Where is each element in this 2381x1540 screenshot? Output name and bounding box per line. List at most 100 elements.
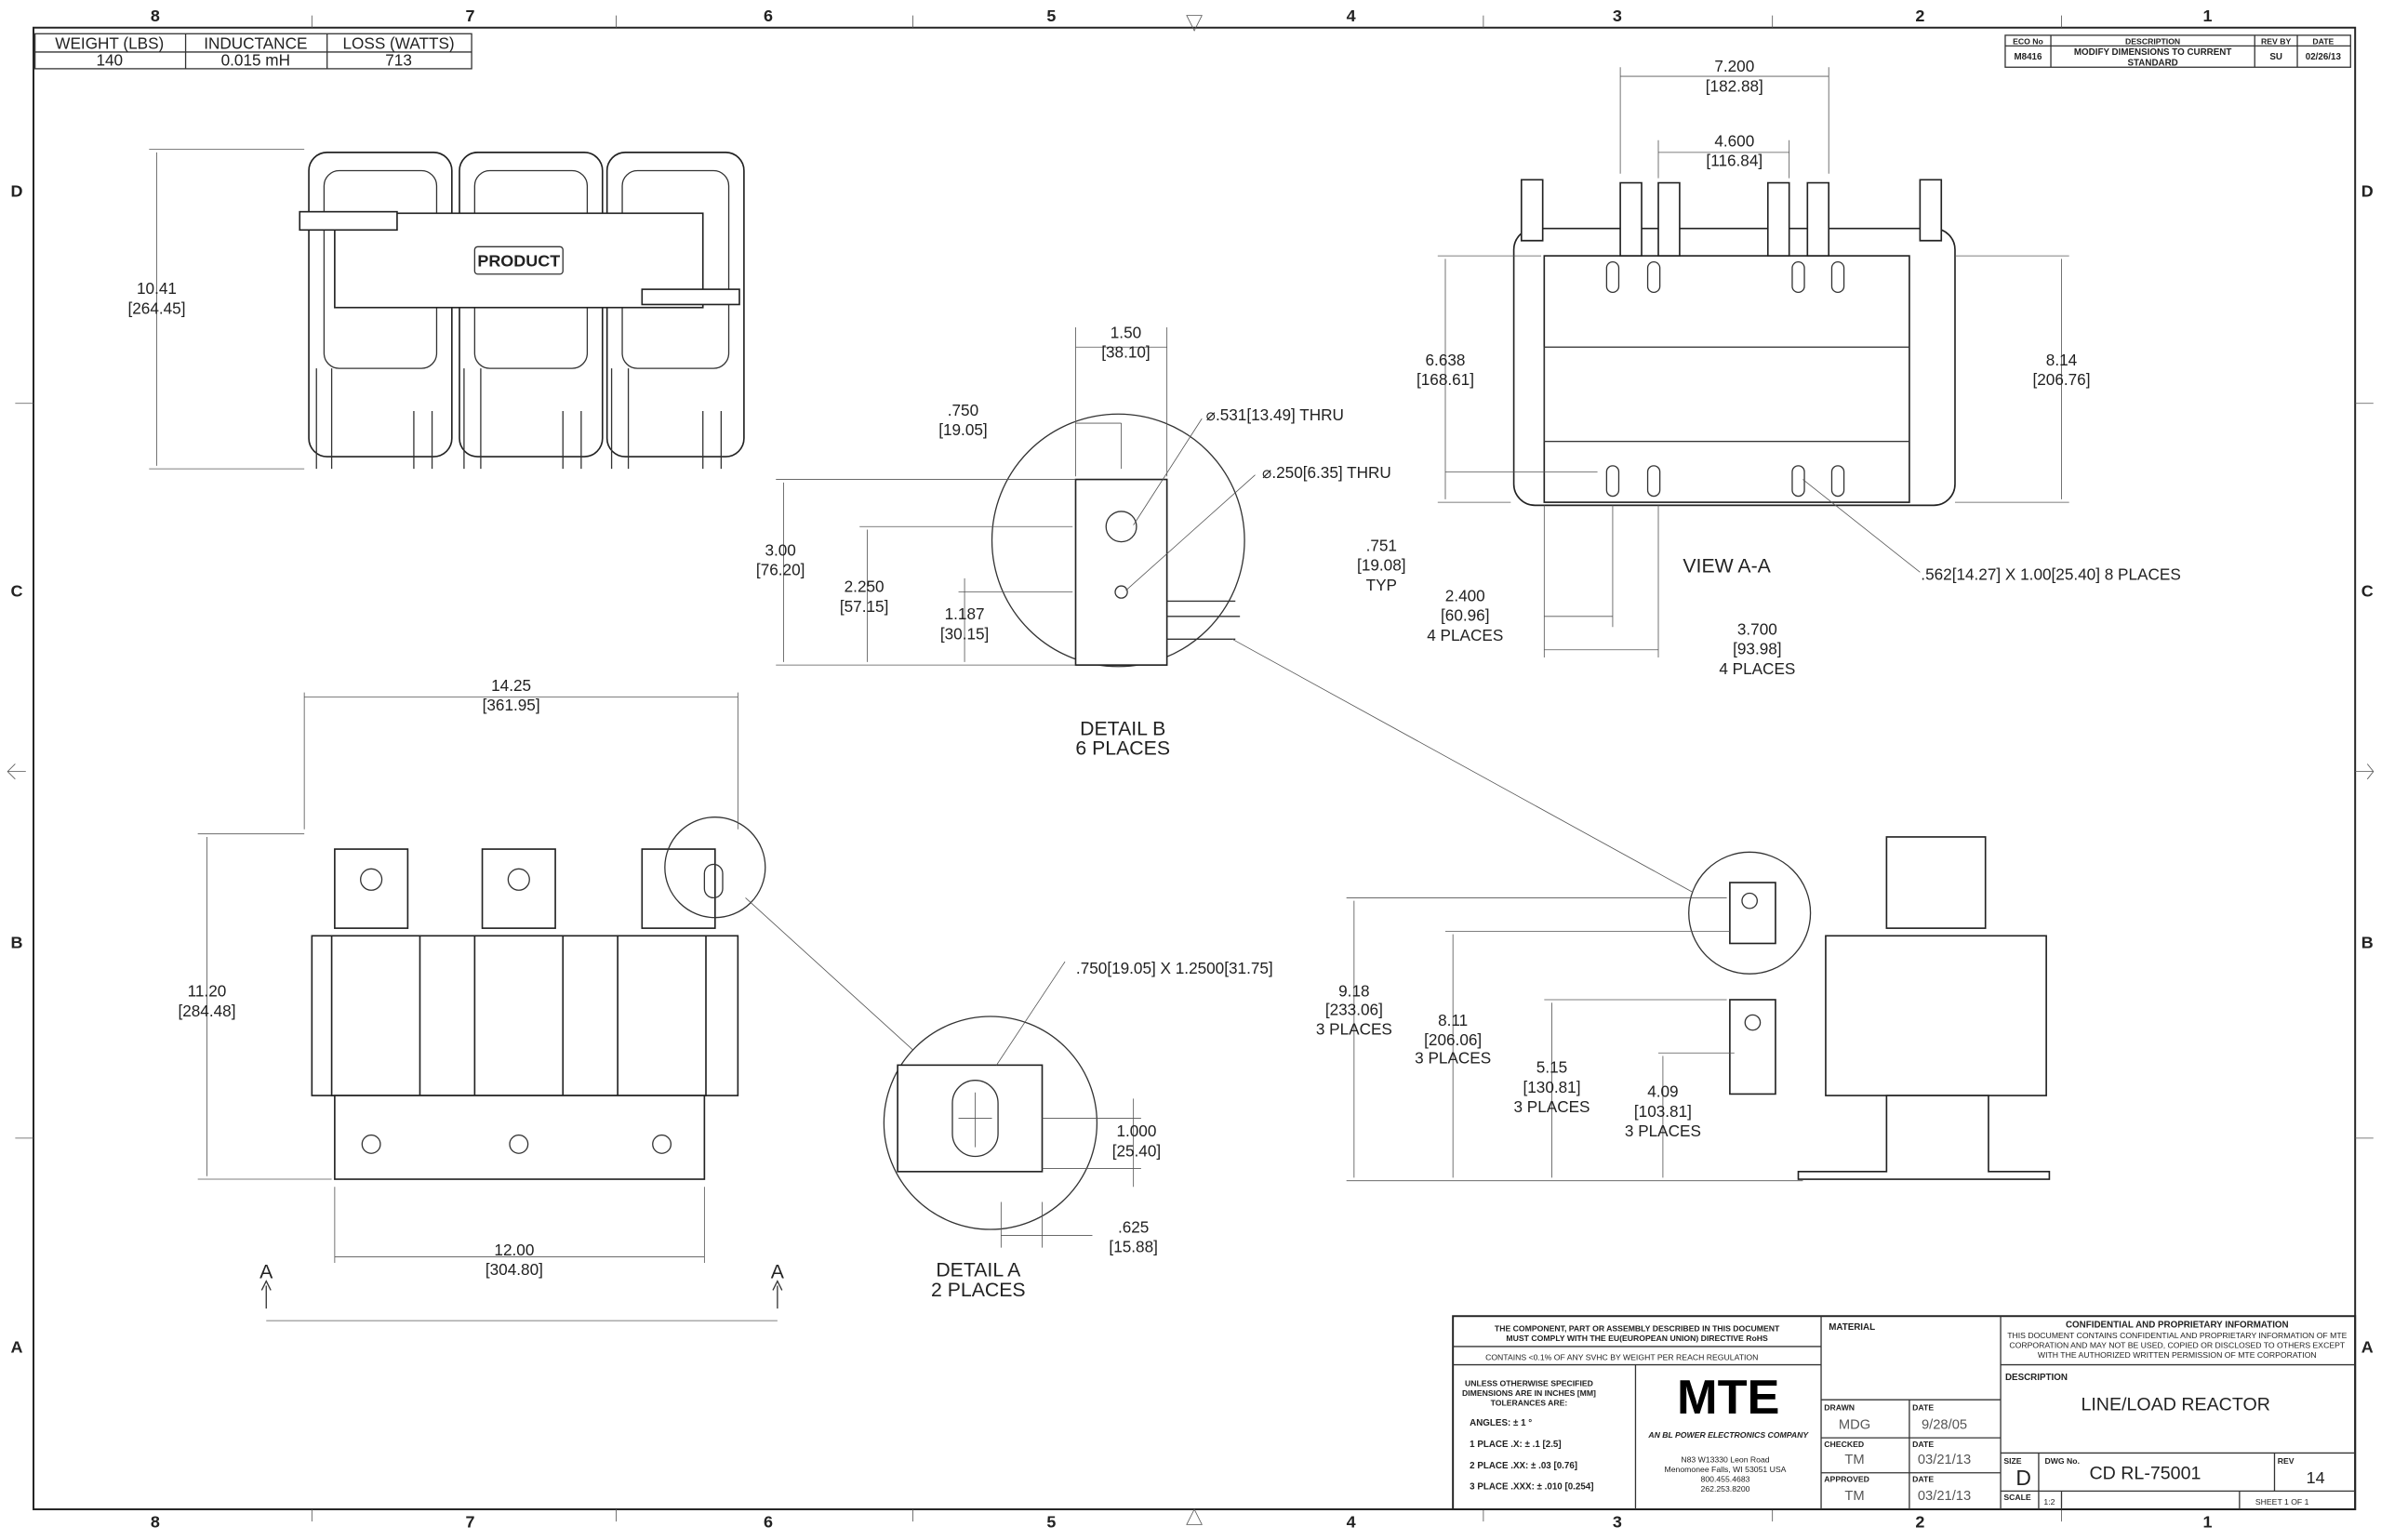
bottom-view-width-mm-text: [361.95] xyxy=(483,696,540,714)
detail-b-title-text: DETAIL B xyxy=(1080,717,1165,739)
spec-table-headers-1-text: INDUCTANCE xyxy=(204,34,307,53)
revision-eco-text: M8416 xyxy=(2015,52,2043,62)
detail-b-d2-mm-text: [19.05] xyxy=(938,420,987,439)
revision-headers-2-text: REV BY xyxy=(2261,37,2291,46)
view-aa-d1-in-text: 7.200 xyxy=(1714,57,1754,75)
zones-cols-3-text: 5 xyxy=(1046,1513,1056,1532)
zones-cols-3-text: 5 xyxy=(1046,7,1056,25)
title-block-material-label-text: MATERIAL xyxy=(1829,1322,1875,1333)
revision-headers-1-text: DESCRIPTION xyxy=(2125,37,2180,46)
detail-b-hole2-text: ⌀.250[6.35] THRU xyxy=(1262,463,1391,482)
side-view-d3-mm-text: [130.81] xyxy=(1523,1078,1580,1096)
detail-b-d5-mm-text: [30.15] xyxy=(940,624,989,643)
detail-a-places-text: 2 PLACES xyxy=(931,1279,1026,1301)
title-block-addr4-text: 262.253.8200 xyxy=(1701,1484,1750,1494)
title-block-drawn-label-text: DRAWN xyxy=(1824,1403,1855,1413)
title-block-description-text: LINE/LOAD REACTOR xyxy=(2081,1395,2269,1415)
zones-cols-4-text: 4 xyxy=(1347,1513,1356,1532)
title-block-tol2-text: DIMENSIONS ARE IN INCHES [MM] xyxy=(1462,1388,1596,1398)
zones-cols-2-text: 6 xyxy=(764,7,773,25)
revision-rev-by-text: SU xyxy=(2269,52,2282,62)
title-block-place2-text: 2 PLACE .XX: ± .03 [0.76] xyxy=(1470,1461,1577,1471)
title-block-size-text: D xyxy=(2015,1466,2031,1490)
zones-rows-2-text: B xyxy=(10,933,22,951)
title-block-scale-text: 1:2 xyxy=(2043,1497,2055,1507)
bottom-view-height-in-text: 11.20 xyxy=(188,982,227,1001)
title-block-scale-label-text: SCALE xyxy=(2003,1493,2031,1502)
view-aa-d5-mm-text: [19.08] xyxy=(1357,556,1405,575)
view-aa-d1-mm-text: [182.88] xyxy=(1706,76,1763,95)
front-view-height-mm-text: [264.45] xyxy=(127,299,185,317)
zones-rows-3-text: A xyxy=(10,1338,22,1357)
spec-table-values-2-text: 713 xyxy=(385,51,412,70)
revision-headers-0-text: ECO No xyxy=(2013,37,2043,46)
spec-table-values-0-text: 140 xyxy=(96,51,123,70)
title-block-drawn-text: MDG xyxy=(1839,1417,1870,1432)
view-aa-d2-in-text: 4.600 xyxy=(1714,131,1754,150)
view-aa-d2-mm-text: [116.84] xyxy=(1706,152,1762,170)
revision-desc-line1-text: MODIFY DIMENSIONS TO CURRENT xyxy=(2074,47,2231,58)
detail-b-d2-in-text: .750 xyxy=(948,401,978,419)
view-aa-d3-mm-text: [168.61] xyxy=(1417,370,1474,389)
zones-cols-0-text: 8 xyxy=(151,7,160,25)
view-aa-d7-note-text: 4 PLACES xyxy=(1719,659,1795,678)
zones-rows-1-text: C xyxy=(10,582,22,601)
spec-table-values-1-text: 0.015 mH xyxy=(221,51,290,70)
side-view: 9.18[233.06]3 PLACES 8.11[206.06]3 PLACE… xyxy=(1316,836,2051,1182)
side-view-d3-note-text: 3 PLACES xyxy=(1513,1097,1590,1116)
zones-cols-1-text: 7 xyxy=(465,1513,474,1532)
title-block-addr2-text: Menomonee Falls, WI 53051 USA xyxy=(1665,1465,1787,1474)
view-aa-d5-note-text: TYP xyxy=(1366,576,1397,594)
zones-rows-0-text: D xyxy=(2361,181,2374,200)
detail-a-title-text: DETAIL A xyxy=(936,1259,1021,1281)
detail-b-d1-in-text: 1.50 xyxy=(1111,323,1141,341)
title-block-conf2-text: CORPORATION AND MAY NOT BE USED, COPIED … xyxy=(2009,1341,2345,1350)
side-view-d2-in-text: 8.11 xyxy=(1438,1011,1468,1029)
revision-headers-3-text: DATE xyxy=(2312,37,2334,46)
zones-rows-1-text: C xyxy=(2361,582,2374,601)
side-view-d4-mm-text: [103.81] xyxy=(1634,1102,1692,1121)
bottom-view-height-mm-text: [284.48] xyxy=(178,1002,235,1020)
zones-cols-1-text: 7 xyxy=(465,7,474,25)
detail-b-d5-in-text: 1.187 xyxy=(945,604,985,623)
detail-a-d2-mm-text: [15.88] xyxy=(1109,1238,1157,1256)
bottom-view-section-label-text: A xyxy=(771,1260,785,1282)
title-block-date-label-text: DATE xyxy=(1912,1475,1934,1484)
title-block-rohs1-text: THE COMPONENT, PART OR ASSEMBLY DESCRIBE… xyxy=(1495,1324,1780,1334)
zones-cols-6-text: 2 xyxy=(1915,7,1924,25)
detail-a-slot-text: .750[19.05] X 1.2500[31.75] xyxy=(1076,959,1273,977)
side-view-d4-in-text: 4.09 xyxy=(1647,1082,1678,1101)
title-block-conf3-text: WITH THE AUTHORIZED WRITTEN PERMISSION O… xyxy=(2038,1350,2317,1360)
zones-cols-0-text: 8 xyxy=(151,1513,160,1532)
bottom-view-base-mm-text: [304.80] xyxy=(486,1260,543,1279)
zones-rows-0-text: D xyxy=(10,181,22,200)
title-block-conf1-text: THIS DOCUMENT CONTAINS CONFIDENTIAL AND … xyxy=(2007,1331,2347,1340)
detail-b-hole1-text: ⌀.531[13.49] THRU xyxy=(1206,405,1344,424)
detail-b-d3-mm-text: [76.20] xyxy=(756,561,805,579)
title-block-date-label-text: DATE xyxy=(1912,1440,1934,1449)
detail-b-places-text: 6 PLACES xyxy=(1075,737,1170,760)
front-view-label-text: PRODUCT xyxy=(477,252,560,271)
title-block-logo-sub-text: AN BL POWER ELECTRONICS COMPANY xyxy=(1647,1430,1809,1440)
title-block-approved-text: TM xyxy=(1844,1489,1864,1504)
title-block-rohs2-text: MUST COMPLY WITH THE EU(EUROPEAN UNION) … xyxy=(1506,1334,1768,1343)
detail-a-d1-in-text: 1.000 xyxy=(1116,1122,1156,1140)
title-block-addr1-text: N83 W13330 Leon Road xyxy=(1681,1454,1769,1464)
bottom-view-width-in-text: 14.25 xyxy=(491,676,531,695)
title-block-conf-title-text: CONFIDENTIAL AND PROPRIETARY INFORMATION xyxy=(2066,1321,2289,1331)
title-block-reach-text: CONTAINS <0.1% OF ANY SVHC BY WEIGHT PER… xyxy=(1485,1353,1758,1362)
spec-table-headers-2-text: LOSS (WATTS) xyxy=(343,34,455,53)
view-aa-d5-in-text: .751 xyxy=(1366,536,1397,554)
view-aa-title-text: VIEW A-A xyxy=(1683,554,1771,577)
front-view: PRODUCT 10.41[264.45] xyxy=(127,149,745,470)
title-block-checked-label-text: CHECKED xyxy=(1824,1440,1864,1449)
zones-cols-2-text: 6 xyxy=(764,1513,773,1532)
title-block-place1-text: 1 PLACE .X: ± .1 [2.5] xyxy=(1470,1440,1561,1450)
revision-block: ECO No DESCRIPTION REV BY DATE M8416 MODIFY… xyxy=(2004,34,2351,69)
side-view-d2-mm-text: [206.06] xyxy=(1424,1030,1482,1049)
side-view-d1-note-text: 3 PLACES xyxy=(1316,1020,1392,1039)
detail-b-d1-mm-text: [38.10] xyxy=(1101,343,1150,362)
